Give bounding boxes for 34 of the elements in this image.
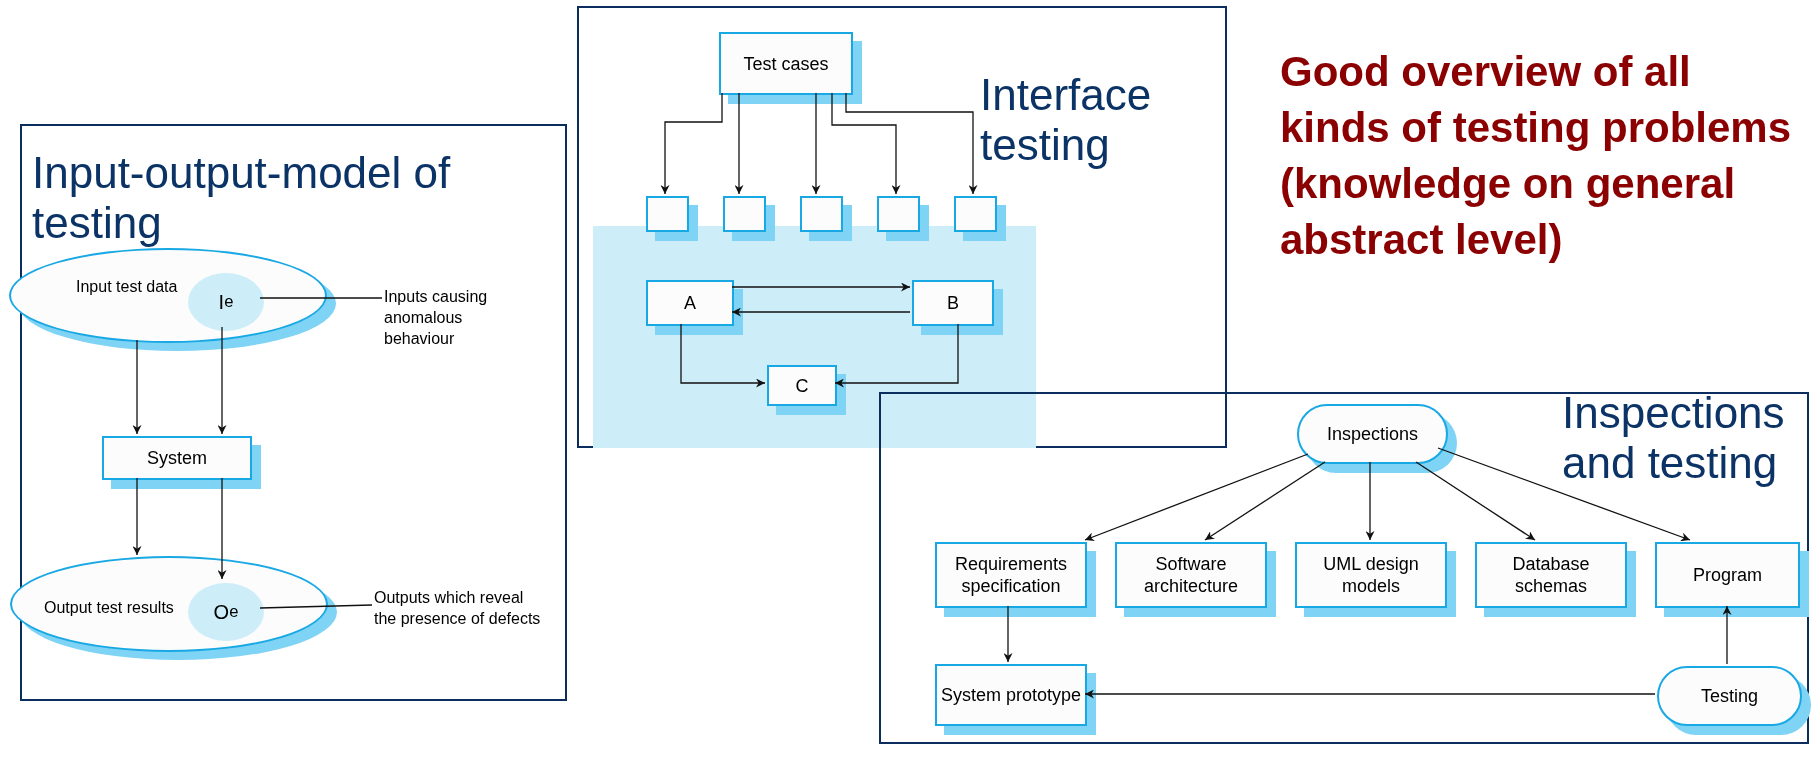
arrow [811,92,821,195]
arrow [831,92,901,195]
arrow [731,282,911,292]
note-text: Good overview of all kinds of testing problems (knowledge on general abstract level) [1280,47,1793,265]
leader-line [259,297,383,299]
arrow [1437,447,1691,542]
arrow [834,323,959,388]
set-label: Input test data [76,278,178,296]
panel-title: Input-output-model of testing [32,148,452,248]
highlight-area [593,226,1036,448]
annotation-text: Inputs causing anomalous behaviour [384,286,524,356]
arrow [132,339,142,435]
arrow [1084,689,1656,699]
arrow [217,326,227,435]
annotation-text: Outputs which reveal the presence of defects [374,587,544,657]
panel-title: Inspections and testing [1562,388,1786,488]
arrow [217,477,227,580]
arrow [734,92,744,195]
arrow [680,323,766,388]
arrow [731,307,911,317]
arrow [1365,461,1375,541]
panel-title: Interface testing [980,70,1153,170]
arrow [660,92,723,195]
leader-line [259,604,373,609]
arrow [1204,461,1326,541]
arrow [1084,453,1309,541]
arrow [1415,461,1536,541]
arrow [1722,605,1732,665]
arrow [845,92,978,195]
arrow [1003,605,1013,663]
panel-frame [577,6,1227,448]
panel-frame [879,392,1809,744]
set-label: Output test results [44,599,174,617]
arrow [132,477,142,556]
